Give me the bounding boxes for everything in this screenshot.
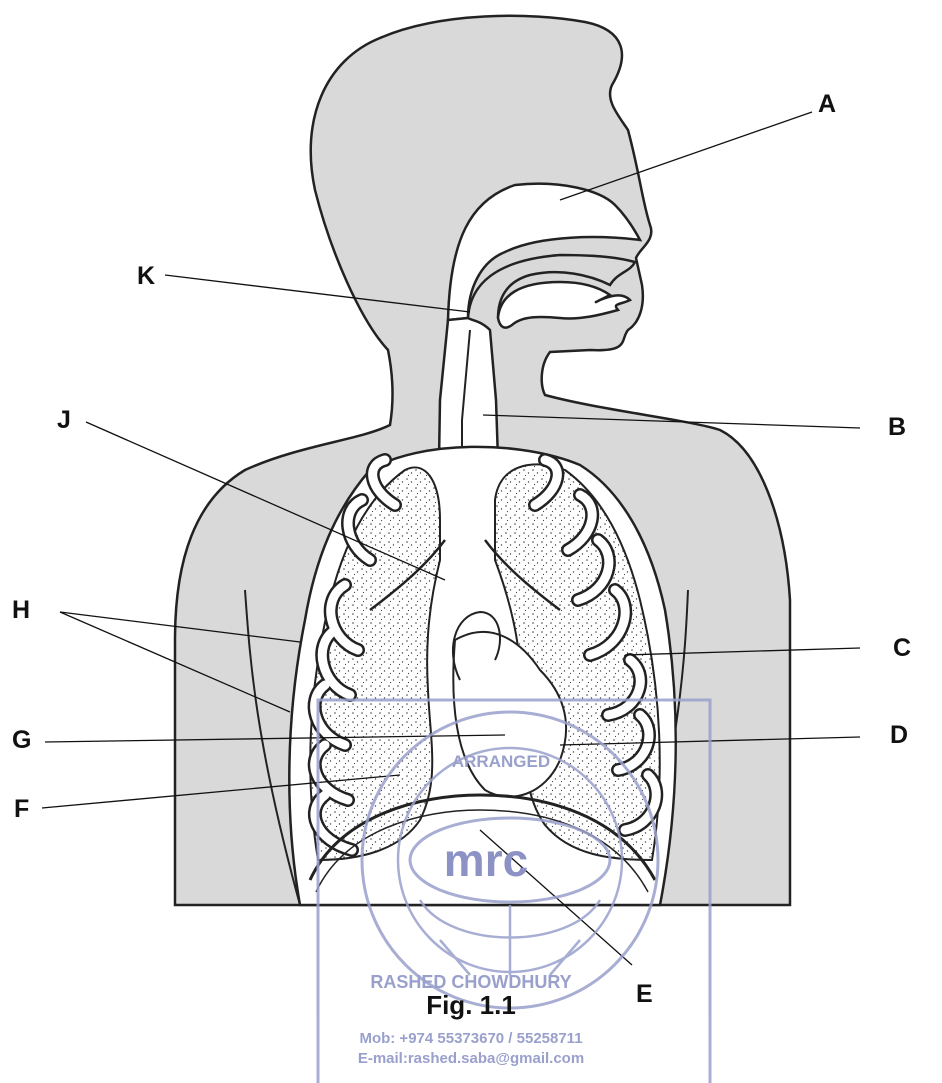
watermark-phone: Mob: +974 55373670 / 55258711	[0, 1030, 942, 1047]
label-H: H	[12, 598, 30, 623]
watermark-ring-top: ARRANGED	[30, 752, 942, 772]
label-K: K	[137, 264, 155, 289]
label-A: A	[818, 92, 836, 117]
watermark-logo: mrc	[15, 833, 942, 887]
label-D: D	[890, 723, 908, 748]
figure-caption: Fig. 1.1	[0, 990, 942, 1021]
label-G: G	[12, 728, 31, 753]
watermark-email: E-mail:rashed.saba@gmail.com	[0, 1050, 942, 1067]
label-J: J	[57, 408, 71, 433]
label-C: C	[893, 636, 911, 661]
label-B: B	[888, 415, 906, 440]
label-F: F	[14, 797, 29, 822]
